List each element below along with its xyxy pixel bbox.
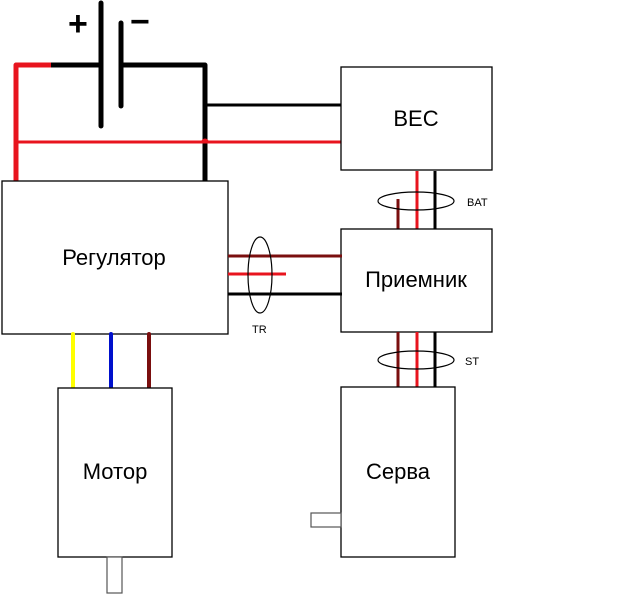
wire-crossing-hop [200,138,210,144]
st-cable-bundle [377,350,455,370]
tr-cable-bundle [247,236,273,314]
bec-label: BEC [393,106,438,131]
battery-negative-wire [121,62,208,182]
receiver-label: Приемник [365,267,467,292]
st-label: ST [465,356,479,368]
bat-label: BAT [467,197,488,209]
tr-cable: TR [228,236,342,336]
battery-minus-sign: − [130,3,150,41]
servo-block: Серва [310,386,456,558]
st-cable: ST [377,332,479,387]
tr-label: TR [252,324,267,336]
receiver-block: Приемник [340,228,493,333]
motor-block: Мотор [57,387,173,594]
bat-cable-bundle [377,191,455,211]
regulator-block: Регулятор [1,180,229,335]
bec-block: BEC [340,66,493,171]
servo-label: Серва [366,459,431,484]
servo-output-shaft [310,512,342,528]
bat-cable: BAT [377,171,488,229]
battery-positive-wire [13,62,51,182]
motor-label: Мотор [83,459,148,484]
motor-shaft [106,556,123,594]
regulator-label: Регулятор [62,245,166,270]
battery-plus-sign: + [68,5,88,43]
